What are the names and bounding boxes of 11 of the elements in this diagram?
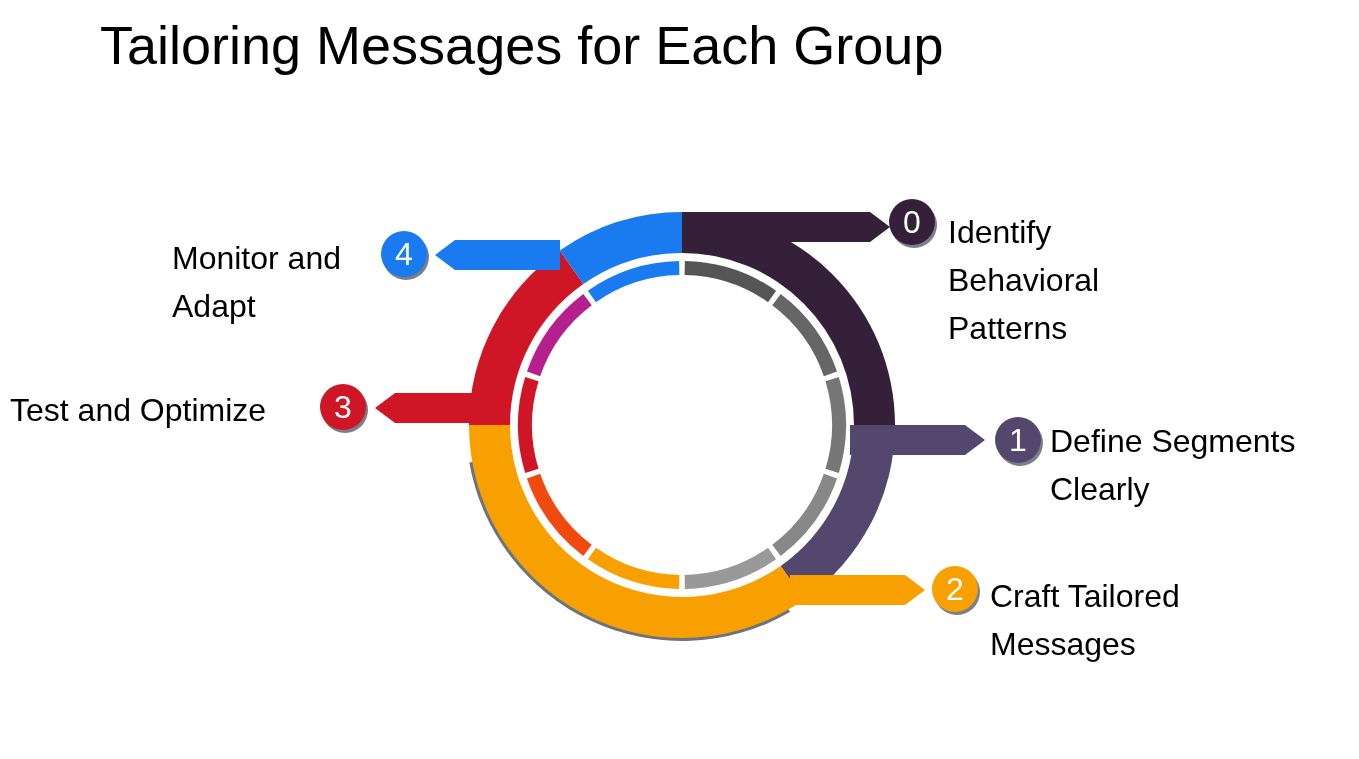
step-label: Test and Optimize bbox=[10, 391, 268, 430]
number-badge: 2 bbox=[932, 566, 978, 612]
diagram-title: Tailoring Messages for Each Group bbox=[100, 14, 944, 76]
step-label: Craft Tailored Messages bbox=[990, 577, 1181, 664]
number-badge: 0 bbox=[889, 199, 935, 245]
step-label: Define Segments Clearly bbox=[1050, 422, 1297, 509]
step-label: Identify Behavioral Patterns bbox=[948, 213, 1101, 348]
number-badge: 1 bbox=[995, 417, 1041, 463]
number-badge: 4 bbox=[381, 231, 427, 277]
number-badge: 3 bbox=[320, 384, 366, 430]
step-label: Monitor and Adapt bbox=[172, 239, 342, 326]
